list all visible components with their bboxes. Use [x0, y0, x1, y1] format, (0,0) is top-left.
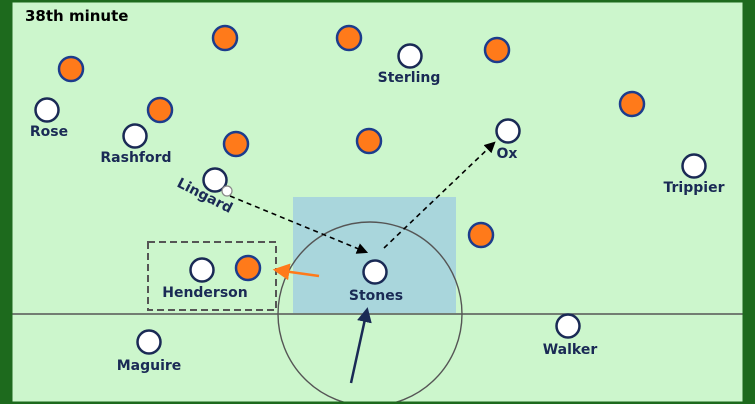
opponent-dot-1: [211, 24, 239, 52]
player-label-rashford: Rashford: [100, 150, 171, 166]
opponent-dot-6: [618, 90, 646, 118]
player-stones: Stones: [349, 259, 403, 304]
opponent-dot-8: [355, 127, 383, 155]
run-arrow: [349, 307, 372, 384]
opponent-dot-4: [483, 36, 511, 64]
pass-line-stones-to-ox: [383, 141, 496, 249]
player-label-henderson: Henderson: [162, 285, 248, 301]
player-dot-lingard: [202, 167, 228, 193]
player-label-rose: Rose: [30, 124, 68, 140]
opponent-dot-9: [467, 221, 495, 249]
player-maguire: Maguire: [117, 329, 182, 374]
player-dot-henderson: [189, 257, 215, 283]
player-rashford: Rashford: [100, 123, 172, 166]
opponent-players: [57, 24, 646, 282]
player-label-walker: Walker: [543, 342, 598, 358]
player-ox: Ox: [495, 118, 521, 162]
player-henderson: Henderson: [162, 257, 248, 301]
opponent-dot-7: [222, 130, 250, 158]
player-dot-rashford: [122, 123, 148, 149]
player-label-ox: Ox: [497, 146, 518, 162]
player-rose: Rose: [30, 97, 68, 140]
minute-label: 38th minute: [25, 7, 128, 25]
player-dot-ox: [495, 118, 521, 144]
player-dot-trippier: [681, 153, 707, 179]
henderson-dashed-box: [147, 241, 277, 311]
centre-circle: [277, 221, 463, 404]
player-dot-sterling: [397, 43, 423, 69]
player-trippier: Trippier: [664, 153, 725, 196]
player-dot-walker: [555, 313, 581, 339]
player-label-stones: Stones: [349, 288, 403, 304]
player-dot-stones: [362, 259, 388, 285]
player-label-maguire: Maguire: [117, 358, 182, 374]
player-sterling: Sterling: [378, 43, 441, 86]
opponent-dot-5: [146, 96, 174, 124]
player-label-trippier: Trippier: [664, 180, 725, 196]
ball-icon: [221, 185, 233, 197]
opponent-dot-3: [57, 55, 85, 83]
player-dot-maguire: [136, 329, 162, 355]
highlight-zone: [293, 197, 456, 313]
player-dot-rose: [34, 97, 60, 123]
player-label-sterling: Sterling: [378, 70, 441, 86]
player-walker: Walker: [543, 313, 598, 358]
pitch-border: [9, 0, 746, 404]
opponent-dot-2: [335, 24, 363, 52]
press-arrow: [272, 263, 320, 281]
pass-line-lingard-to-stones: [229, 195, 369, 254]
opponent-dot-10: [234, 254, 262, 282]
